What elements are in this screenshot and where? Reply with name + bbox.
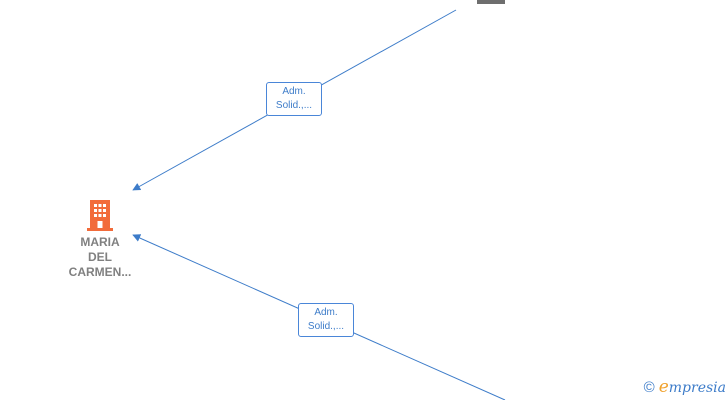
- edge-label-line: Solid.,...: [275, 100, 313, 111]
- brand-watermark[interactable]: ©empresia: [644, 377, 726, 397]
- copyright-icon: ©: [643, 379, 655, 396]
- company-node[interactable]: MARIA DEL CARMEN...: [56, 198, 144, 280]
- brand-logo-letter: e: [658, 377, 669, 397]
- edge-label[interactable]: Adm. Solid.,...: [298, 303, 354, 337]
- edge-label[interactable]: Adm. Solid.,...: [266, 82, 322, 116]
- edge-label-line: Solid.,...: [307, 321, 345, 332]
- brand-name: mpresia: [668, 380, 726, 396]
- company-name: MARIA DEL CARMEN...: [56, 235, 144, 280]
- partial-node[interactable]: [477, 0, 505, 4]
- company-name-line: CARMEN...: [68, 265, 132, 279]
- edge-label-line: Adm.: [314, 307, 338, 318]
- edge-label-line: Adm.: [282, 86, 306, 97]
- company-name-line: DEL: [88, 250, 112, 264]
- building-icon: [87, 200, 113, 231]
- company-name-line: MARIA: [80, 235, 120, 249]
